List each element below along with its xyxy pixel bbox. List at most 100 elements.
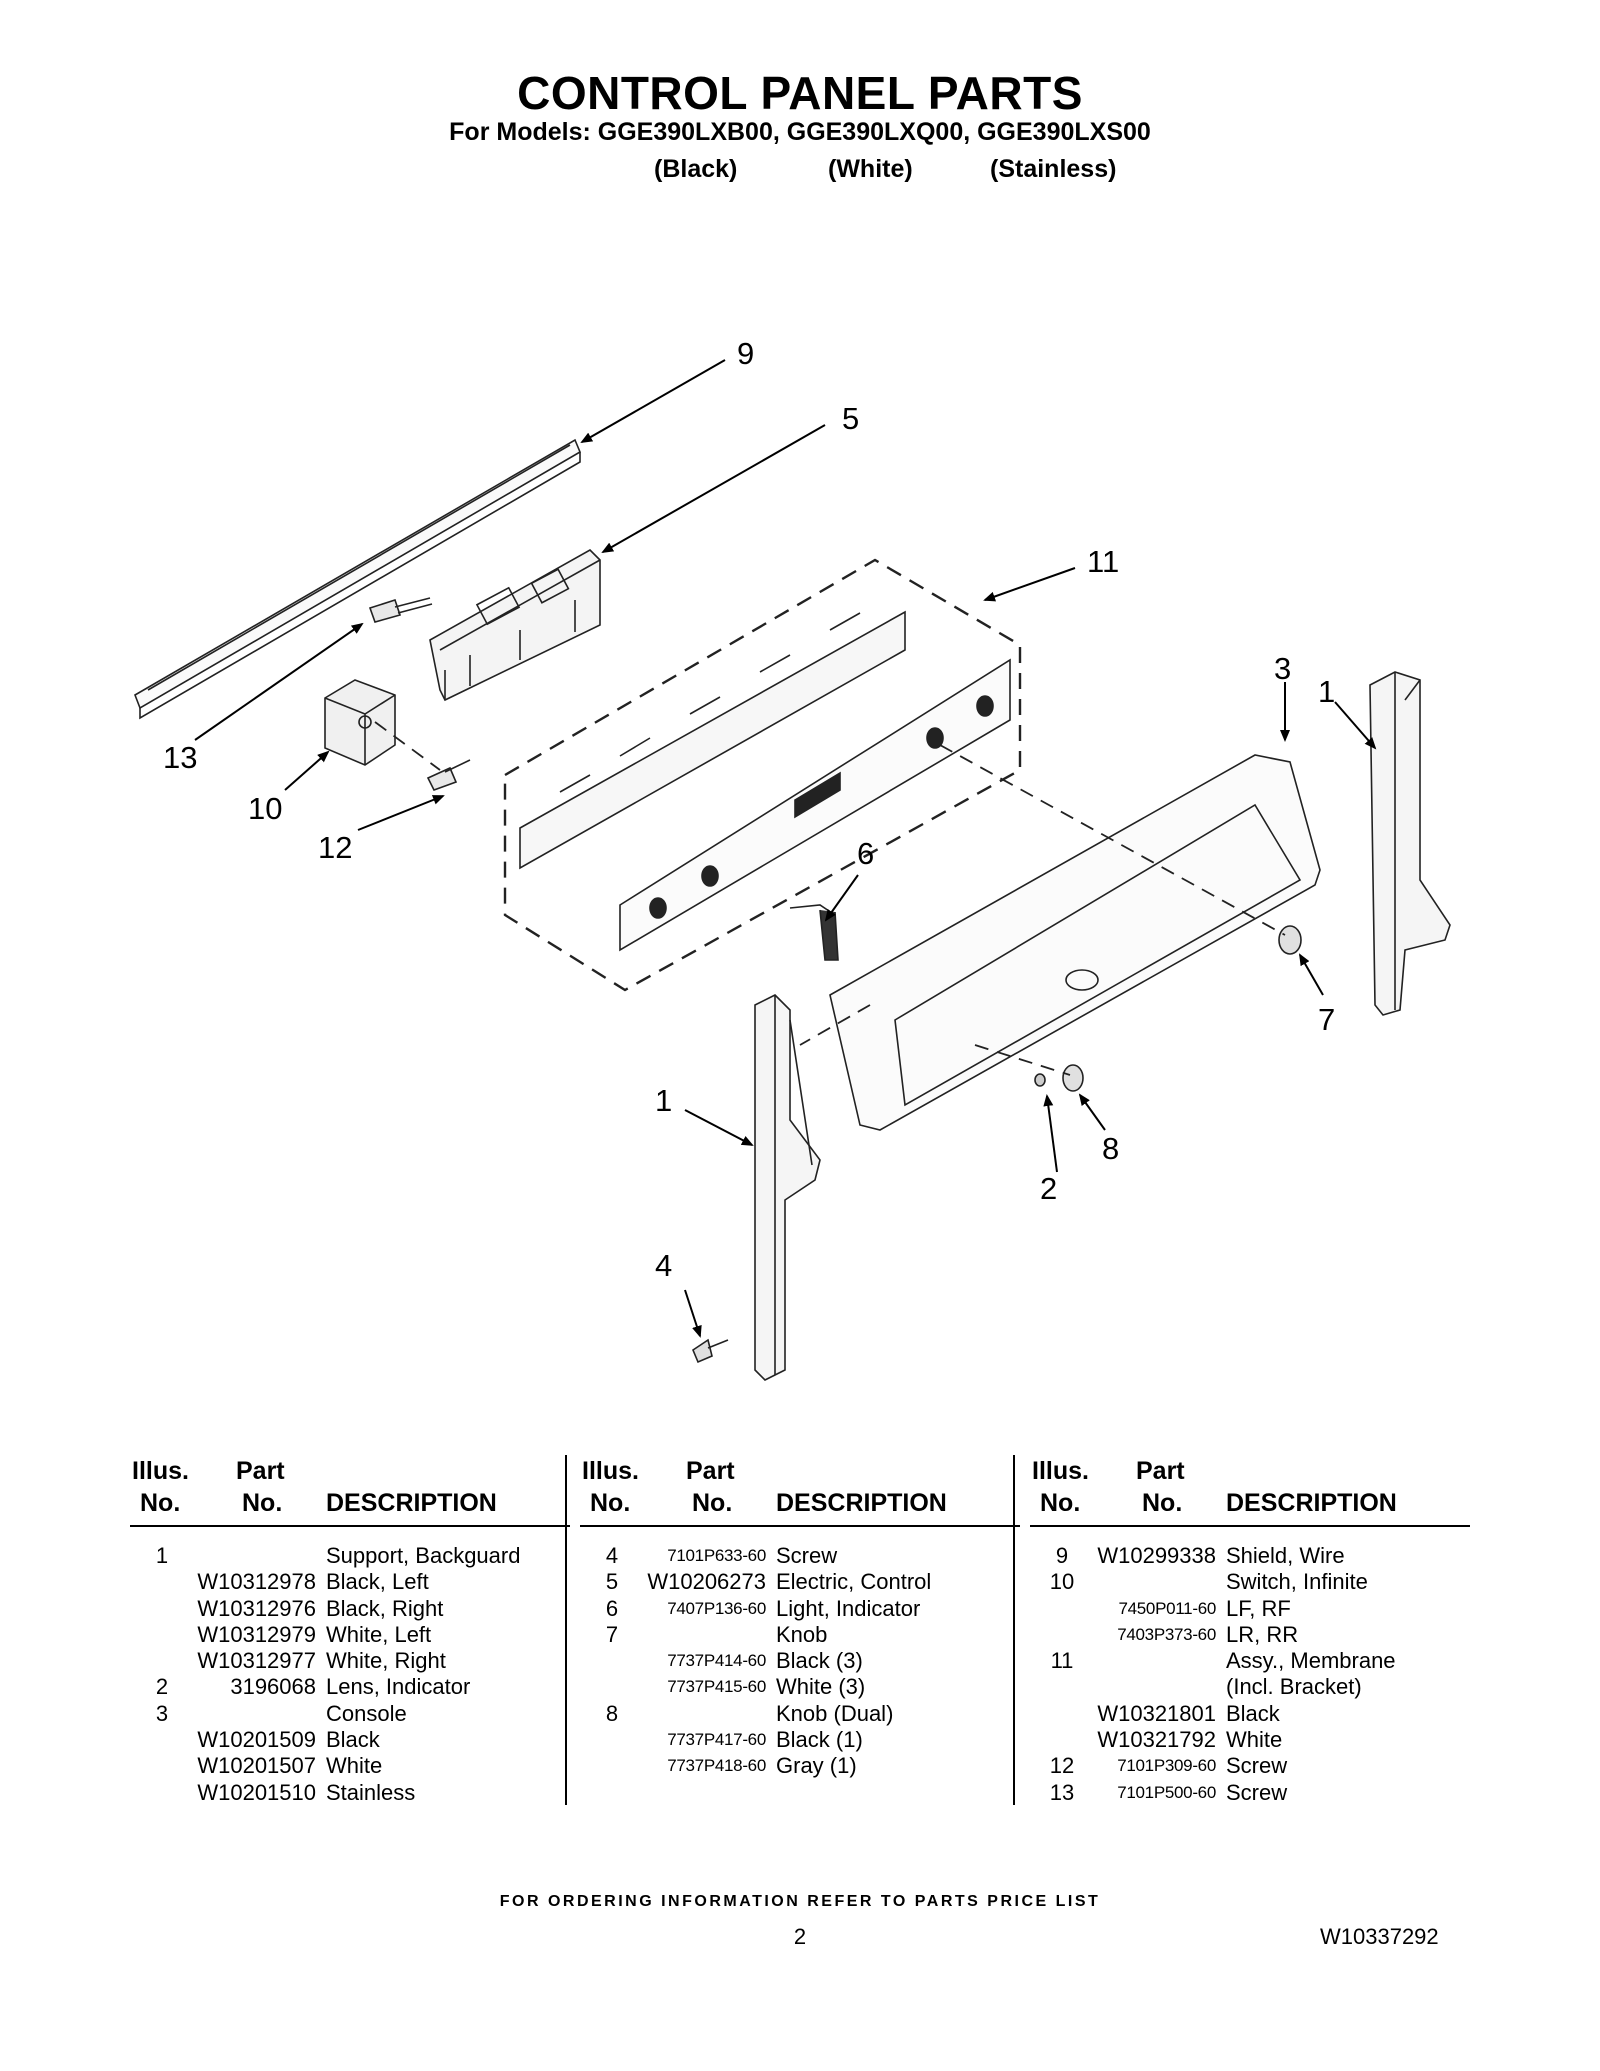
infinite-switch-part <box>324 679 396 766</box>
part-description: Screw <box>1226 1779 1288 1805</box>
part-number: W10299338 <box>1097 1543 1216 1568</box>
part-description: LF, RF <box>1226 1595 1291 1621</box>
callout-4: 4 <box>655 1248 673 1283</box>
part-description: Support, Backguard <box>326 1543 521 1568</box>
part-number: W10201509 <box>197 1727 316 1753</box>
part-number: W10206273 <box>647 1569 766 1595</box>
part-description: Black (1) <box>776 1727 863 1753</box>
callout-13: 13 <box>163 740 198 775</box>
illus-number: 7 <box>605 1621 619 1647</box>
header-illus: Illus. <box>132 1457 189 1485</box>
part-number: 3196068 <box>230 1674 316 1700</box>
part-description: Lens, Indicator <box>326 1674 471 1700</box>
table-header: Illus. No. Part No. DESCRIPTION <box>1030 1455 1470 1527</box>
ordering-note: FOR ORDERING INFORMATION REFER TO PARTS … <box>499 1893 1101 1910</box>
screw-12-part <box>426 759 471 791</box>
part-description: Black <box>1226 1700 1280 1726</box>
part-description: Shield, Wire <box>1226 1543 1345 1568</box>
illus-number: 6 <box>605 1595 619 1621</box>
part-number: W10312977 <box>197 1648 316 1674</box>
part-number: 7737P415-60 <box>667 1677 766 1697</box>
part-description: White, Left <box>326 1621 432 1647</box>
table-row: W10201507 White <box>130 1753 570 1779</box>
header-description: DESCRIPTION <box>1226 1489 1397 1517</box>
table-row: 11 Assy., Membrane <box>1030 1648 1470 1674</box>
table-header: Illus. No. Part No. DESCRIPTION <box>130 1455 570 1527</box>
illus-number: 3 <box>155 1700 169 1726</box>
part-number: W10201510 <box>197 1779 316 1805</box>
callout-12: 12 <box>318 830 353 865</box>
part-description: Screw <box>1226 1753 1288 1779</box>
parts-table-column-1: Illus. No. Part No. DESCRIPTION 1 Support… <box>130 1455 570 1806</box>
document-number: W10337292 <box>1320 1924 1439 1949</box>
table-row: W10312978 Black, Left <box>130 1569 570 1595</box>
part-description: Knob (Dual) <box>776 1700 894 1726</box>
part-number: 7450P011-60 <box>1118 1598 1216 1618</box>
part-description: Black (3) <box>776 1648 863 1674</box>
illus-number: 13 <box>1049 1779 1075 1805</box>
callout-5: 5 <box>842 401 860 436</box>
callout-9: 9 <box>737 336 755 371</box>
header-illus: Illus. <box>1032 1457 1089 1485</box>
part-number: 7737P417-60 <box>667 1730 766 1750</box>
header-part-no: No. <box>1142 1489 1183 1517</box>
part-number: W10201507 <box>197 1753 316 1779</box>
electronic-control-part <box>429 549 601 702</box>
knob-8-part <box>1062 1064 1084 1092</box>
part-description: Stainless <box>326 1779 416 1805</box>
part-number: W10312976 <box>197 1595 316 1621</box>
part-number: 7407P136-60 <box>667 1598 766 1618</box>
table-row: W10201510 Stainless <box>130 1780 570 1806</box>
table-row: 7737P417-60 Black (1) <box>580 1727 1020 1753</box>
header-part: Part <box>1136 1457 1185 1485</box>
table-row: (Incl. Bracket) <box>1030 1674 1470 1700</box>
illus-number: 1 <box>155 1543 169 1568</box>
header-illus-no: No. <box>590 1489 631 1517</box>
illus-number: 10 <box>1049 1569 1075 1595</box>
screw-4-part <box>692 1338 729 1364</box>
part-description: White <box>326 1753 383 1779</box>
header-part: Part <box>236 1457 285 1485</box>
part-description: Assy., Membrane <box>1226 1648 1396 1674</box>
lens-part <box>1034 1073 1046 1087</box>
part-number: W10321801 <box>1097 1700 1216 1726</box>
illus-number: 11 <box>1050 1648 1074 1674</box>
header-part-no: No. <box>692 1489 733 1517</box>
callout-8: 8 <box>1102 1131 1120 1166</box>
callout-7: 7 <box>1318 1002 1336 1037</box>
illus-number: 8 <box>605 1700 619 1726</box>
color-label-black: (Black) <box>654 155 738 183</box>
callout-2: 2 <box>1040 1171 1058 1206</box>
part-description: Gray (1) <box>776 1753 857 1779</box>
part-description: Black, Left <box>326 1569 429 1595</box>
part-number: 7737P414-60 <box>667 1651 766 1671</box>
part-description: (Incl. Bracket) <box>1226 1674 1362 1700</box>
part-description: Black, Right <box>326 1595 444 1621</box>
part-description: Screw <box>776 1543 838 1568</box>
header-illus: Illus. <box>582 1457 639 1485</box>
part-number: W10312978 <box>197 1569 316 1595</box>
part-number: 7403P373-60 <box>1117 1624 1216 1644</box>
table-row: 7450P011-60 LF, RF <box>1030 1596 1470 1622</box>
exploded-parts-diagram <box>134 359 1451 1381</box>
part-number: 7101P633-60 <box>667 1546 766 1565</box>
color-label-white: (White) <box>828 155 913 183</box>
table-row: W10321801 Black <box>1030 1701 1470 1727</box>
